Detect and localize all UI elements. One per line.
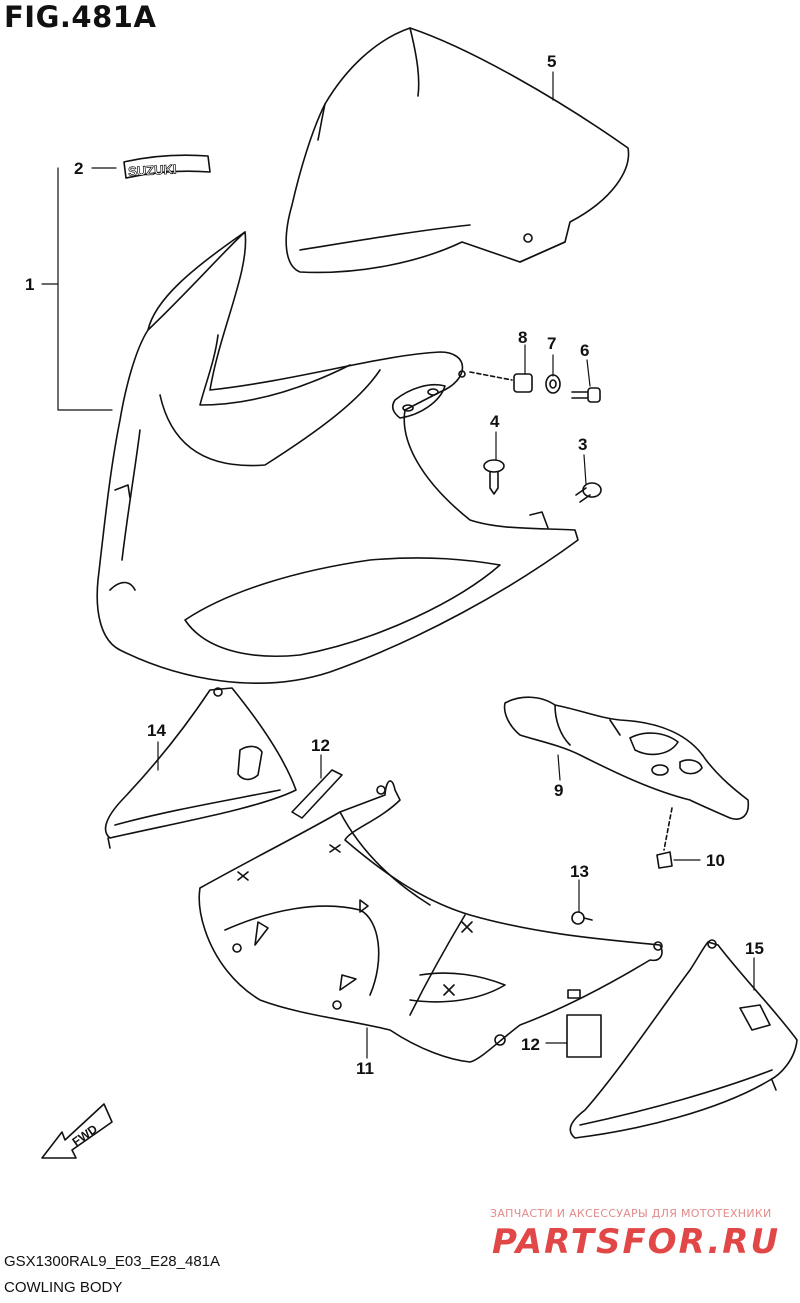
windscreen-part bbox=[285, 27, 630, 274]
callout-15: 15 bbox=[745, 939, 764, 958]
callout-8: 8 bbox=[518, 328, 528, 347]
lower-cowling-part bbox=[198, 780, 663, 1063]
suzuki-emblem-part bbox=[123, 154, 211, 179]
callout-13: 13 bbox=[570, 862, 589, 881]
callout-2: 2 bbox=[74, 159, 84, 178]
callout-12-upper: 12 bbox=[311, 736, 330, 755]
callout-12-lower: 12 bbox=[521, 1035, 540, 1054]
emblem-text: SUZUKI bbox=[128, 161, 177, 179]
callout-9: 9 bbox=[554, 781, 564, 800]
callout-6: 6 bbox=[580, 341, 590, 360]
washer-part-7 bbox=[545, 374, 561, 394]
section-name: COWLING BODY bbox=[4, 1279, 123, 1296]
duct-bracket-part bbox=[503, 696, 750, 851]
screw-part-3 bbox=[575, 482, 602, 503]
right-inner-panel-part bbox=[569, 939, 798, 1139]
callout-11: 11 bbox=[356, 1059, 374, 1078]
fwd-arrow-icon bbox=[41, 1103, 113, 1159]
watermark-tagline: ЗАПЧАСТИ И АКСЕССУАРЫ ДЛЯ МОТОТЕХНИКИ bbox=[490, 1207, 772, 1220]
screw-part-13 bbox=[571, 911, 593, 925]
callout-3: 3 bbox=[578, 435, 588, 454]
callout-4: 4 bbox=[490, 412, 500, 431]
collar-part-8 bbox=[469, 371, 533, 393]
left-inner-panel-part bbox=[104, 687, 297, 849]
clip-part-10 bbox=[656, 851, 673, 869]
model-code: GSX1300RAL9_E03_E28_481A bbox=[4, 1253, 221, 1270]
upper-cowling-part bbox=[96, 231, 579, 684]
watermark-brand: PARTSFOR.RU bbox=[492, 1222, 781, 1262]
bolt-part-6 bbox=[571, 387, 601, 403]
leader-lines bbox=[41, 71, 755, 1059]
callout-10: 10 bbox=[706, 851, 725, 870]
screw-part-4 bbox=[483, 459, 505, 495]
callout-7: 7 bbox=[547, 334, 557, 353]
tape-pad-part-12 bbox=[566, 1014, 602, 1058]
figure-title: FIG.481A bbox=[4, 0, 157, 34]
tape-strip-part-12 bbox=[291, 769, 343, 819]
callout-5: 5 bbox=[547, 52, 557, 71]
callout-1: 1 bbox=[25, 275, 35, 294]
callout-14: 14 bbox=[147, 721, 166, 740]
